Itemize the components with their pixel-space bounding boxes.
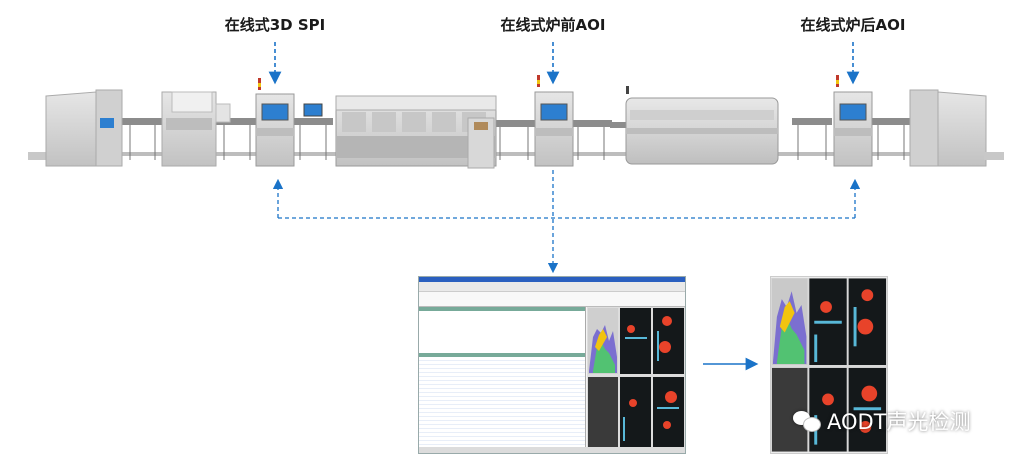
spi-machine	[255, 78, 327, 167]
post-reflow-aoi-machine	[797, 75, 905, 167]
watermark-text: AODT声光检测	[827, 410, 971, 434]
pre-reflow-aoi-machine	[499, 75, 605, 167]
inspection-images	[587, 307, 685, 449]
reflow-oven	[625, 86, 779, 165]
results-table-bottom	[419, 353, 586, 448]
zoomed-inspection-image	[770, 276, 888, 454]
data-link-connector	[272, 170, 861, 274]
loader-machine	[28, 89, 123, 167]
unloader-machine	[909, 89, 1004, 167]
results-table-top	[419, 307, 586, 353]
watermark: AODT声光检测	[793, 406, 971, 436]
label-pre-reflow-aoi: 在线式炉前AOI	[500, 16, 606, 34]
inspection-software-screenshot	[418, 276, 686, 454]
label-post-reflow-aoi: 在线式炉后AOI	[800, 16, 906, 34]
wechat-icon	[793, 409, 821, 433]
conveyor-line	[28, 118, 1003, 156]
printer-machine	[129, 91, 251, 167]
placement-machines	[335, 95, 497, 169]
label-spi: 在线式3D SPI	[224, 16, 326, 34]
